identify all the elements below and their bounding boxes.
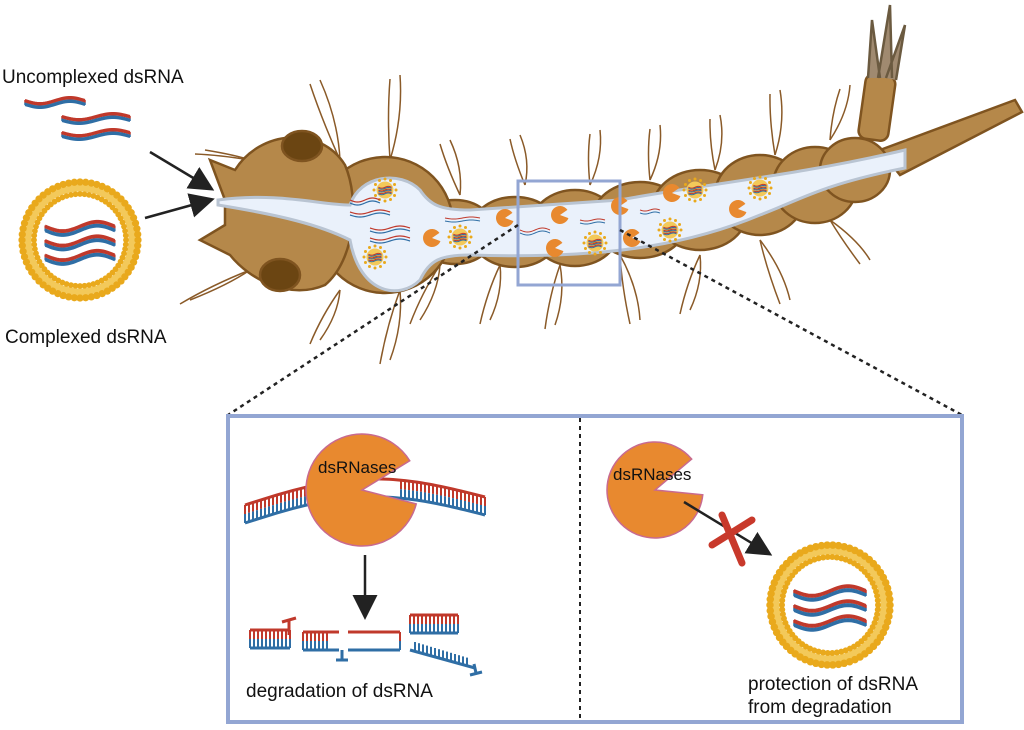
- zoom-line: [227, 223, 519, 417]
- zoom-box: [516, 179, 622, 287]
- protection-label-line1: protection of dsRNA: [748, 674, 918, 695]
- zoom-line: [619, 228, 963, 417]
- block-x-icon: [708, 511, 756, 567]
- dsrnase-label-left: dsRNases: [318, 458, 396, 477]
- arrow: [144, 193, 215, 220]
- dsrnase-label-right: dsRNases: [613, 465, 691, 484]
- degradation-label: degradation of dsRNA: [246, 681, 433, 702]
- liposome-icon: [18, 178, 142, 302]
- arrow: [149, 150, 215, 191]
- liposome-icon: [766, 541, 894, 669]
- dsrnase-enzyme-icon: [606, 441, 704, 539]
- dsrnase-enzyme-icon: [305, 433, 418, 547]
- mosquito-larva-icon: [179, 4, 1024, 365]
- uncomplexed-label: Uncomplexed dsRNA: [2, 67, 184, 88]
- uncomplexed-dsrna-icon: [24, 96, 131, 141]
- degraded-dsrna-fragments: [249, 613, 483, 677]
- complexed-label: Complexed dsRNA: [5, 327, 167, 348]
- protection-label-line2: from degradation: [748, 697, 892, 718]
